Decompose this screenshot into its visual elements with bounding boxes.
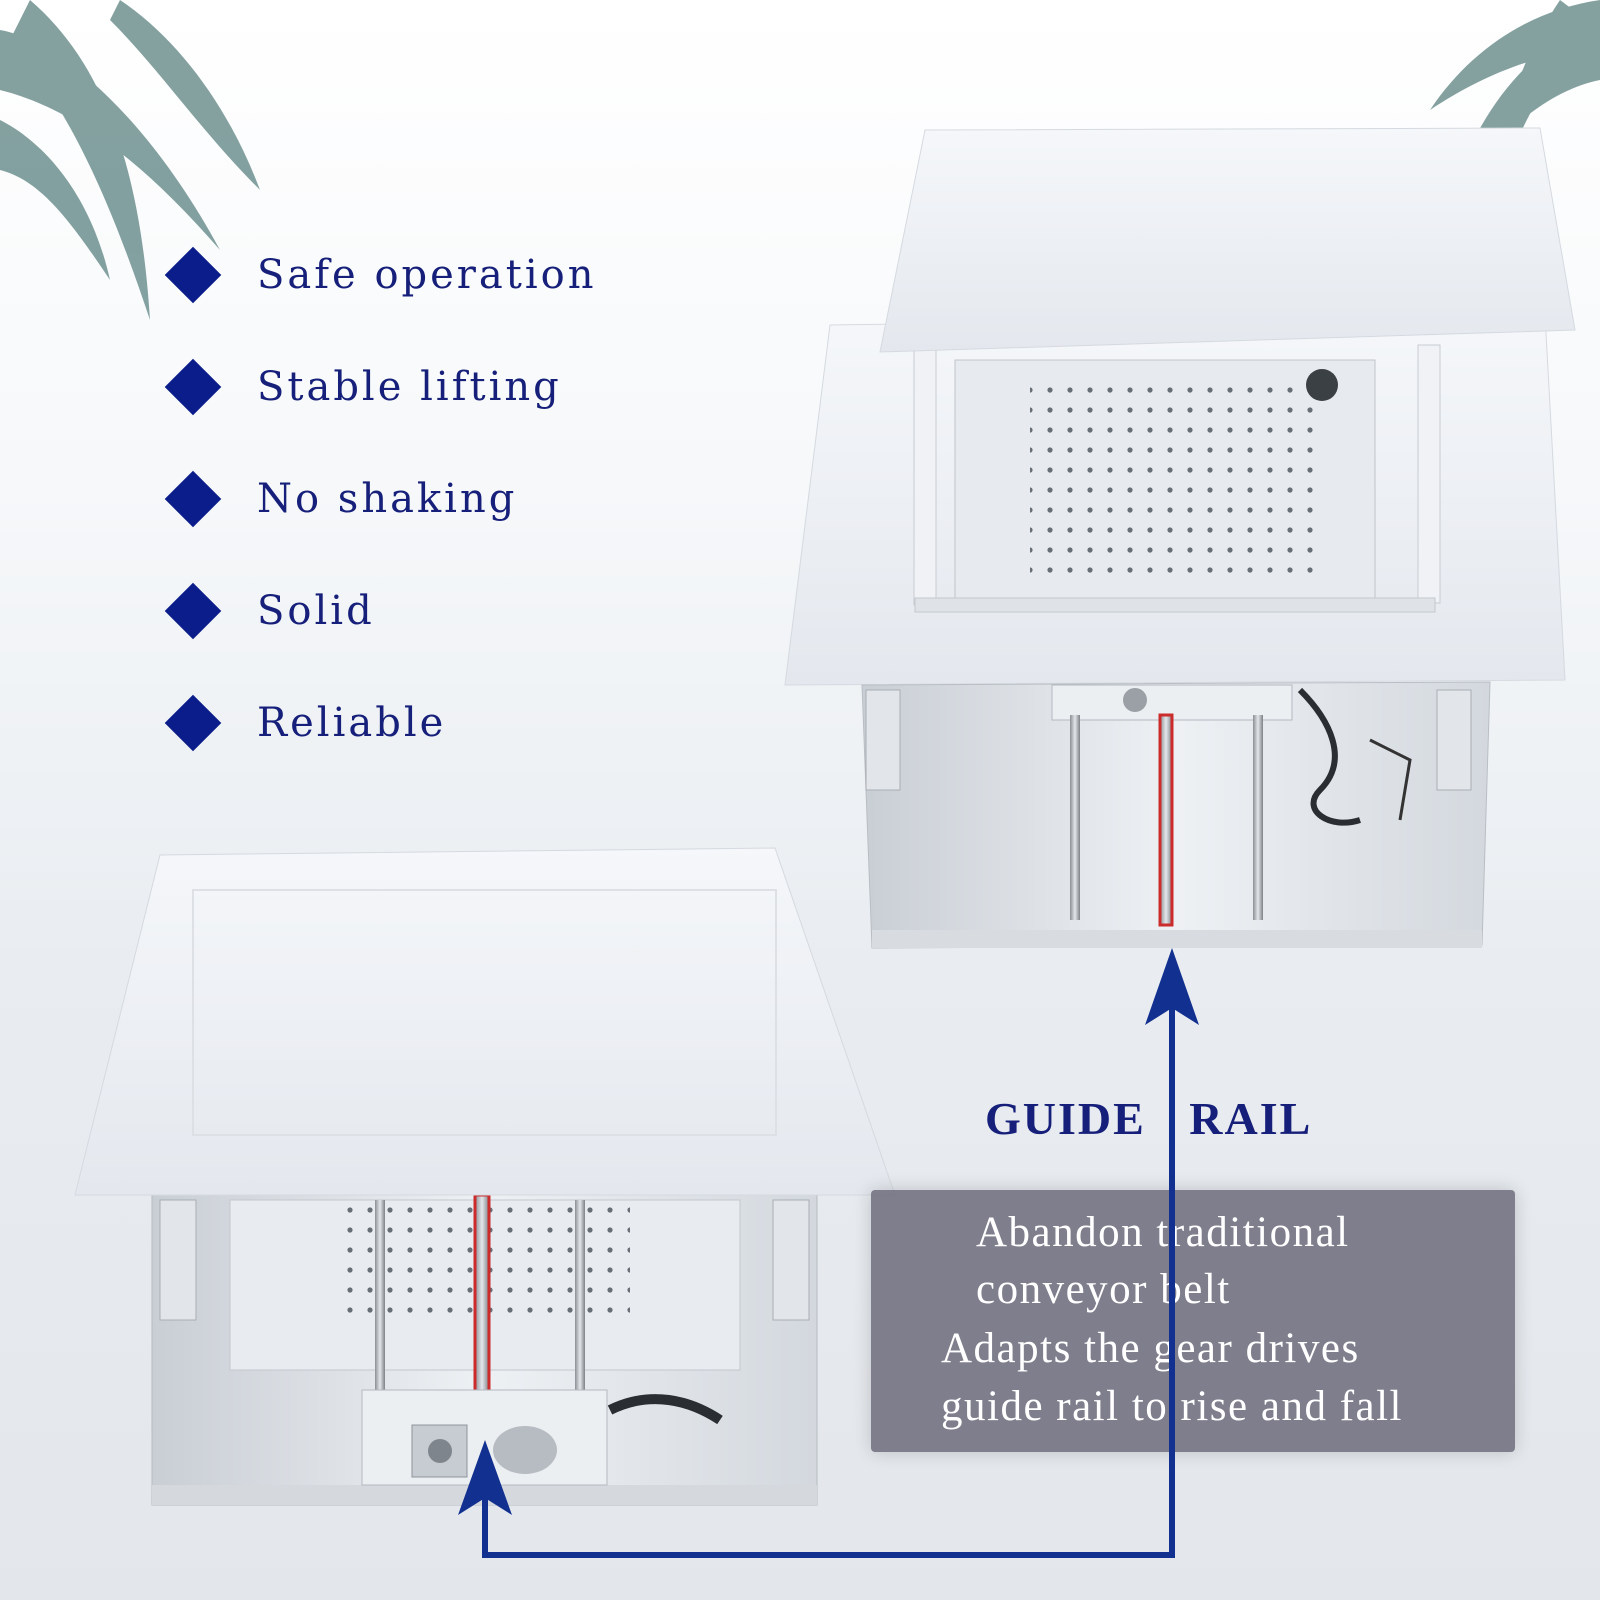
- raised-lift-unit: [784, 127, 1576, 949]
- guide-rail-label: GUIDE RAIL: [985, 1093, 1313, 1144]
- feature-label: Solid: [257, 588, 375, 634]
- feature-item: Stable lifting: [164, 358, 562, 416]
- feature-label: Safe operation: [257, 252, 597, 298]
- lowered-lift-unit: [74, 847, 896, 1506]
- feature-item: No shaking: [164, 470, 518, 528]
- feature-label: No shaking: [257, 476, 518, 522]
- feature-label: Reliable: [257, 700, 447, 746]
- feature-item: Solid: [164, 582, 375, 640]
- feature-item: Safe operation: [164, 246, 597, 304]
- info-line: Abandon traditional: [976, 1209, 1350, 1256]
- diamond-icon: [164, 246, 222, 304]
- info-line: guide rail to rise and fall: [941, 1383, 1403, 1430]
- feature-item: Reliable: [164, 694, 447, 752]
- info-line: Adapts the gear drives: [941, 1325, 1360, 1372]
- diamond-icon: [164, 694, 222, 752]
- palm-leaf-icon: [0, 0, 260, 320]
- feature-label: Stable lifting: [257, 364, 562, 410]
- palm-leaf-icon: [1430, 0, 1600, 200]
- diamond-icon: [164, 582, 222, 640]
- info-box: Abandon traditional conveyor belt Adapts…: [871, 1190, 1515, 1452]
- arrow-head-up-icon: [1145, 948, 1199, 1025]
- diamond-icon: [164, 358, 222, 416]
- info-line: conveyor belt: [976, 1266, 1231, 1313]
- diamond-icon: [164, 470, 222, 528]
- arrow-head-up-icon: [458, 1440, 512, 1515]
